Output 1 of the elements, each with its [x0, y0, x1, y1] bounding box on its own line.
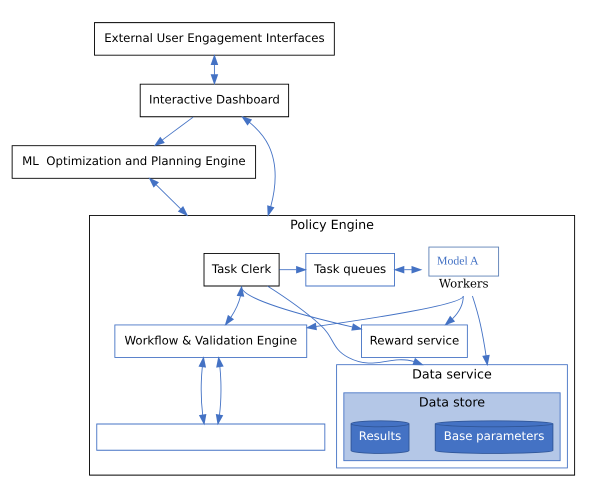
- node-label: Workers: [438, 276, 489, 290]
